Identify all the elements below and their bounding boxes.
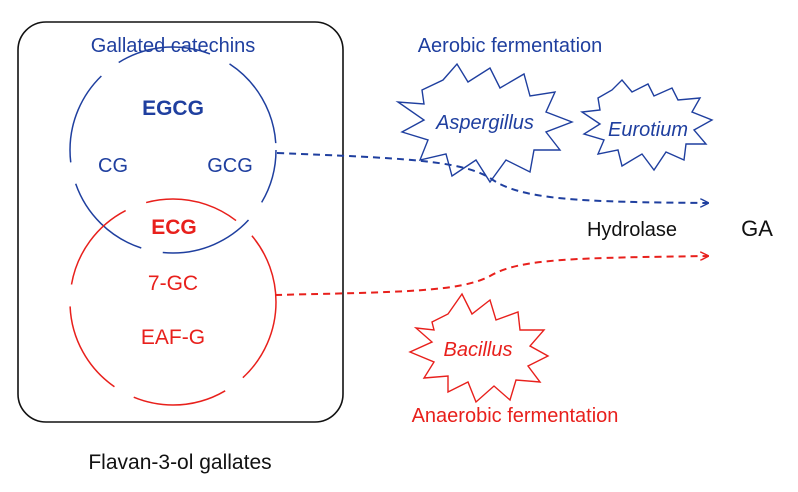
gallated-catechins-circle	[69, 46, 277, 254]
aspergillus-burst	[395, 62, 574, 184]
member-egcg: EGCG	[142, 97, 204, 120]
member-eafg: EAF-G	[141, 326, 205, 349]
anaerobic-title: Anaerobic fermentation	[412, 405, 619, 427]
organism-eurotium: Eurotium	[608, 119, 688, 141]
eurotium-burst	[580, 78, 714, 172]
flavan-3-ol-gallates-box	[17, 21, 344, 423]
member-7gc: 7-GC	[148, 272, 198, 295]
member-gcg: GCG	[207, 155, 253, 177]
anaerobic-hydrolysis-arrow	[274, 256, 708, 296]
member-cg: CG	[98, 155, 128, 177]
box-caption: Flavan-3-ol gallates	[88, 451, 271, 474]
lower-group-circle	[69, 198, 277, 406]
bacillus-burst	[408, 292, 550, 404]
product-ga: GA	[741, 216, 773, 241]
overlap-ecg: ECG	[151, 216, 197, 239]
aerobic-hydrolysis-arrow	[276, 152, 708, 203]
organism-aspergillus: Aspergillus	[435, 112, 534, 134]
aerobic-title: Aerobic fermentation	[418, 35, 603, 57]
enzyme-hydrolase: Hydrolase	[587, 219, 677, 241]
organism-bacillus: Bacillus	[444, 339, 513, 361]
gallated-catechins-title: Gallated catechins	[91, 35, 256, 57]
